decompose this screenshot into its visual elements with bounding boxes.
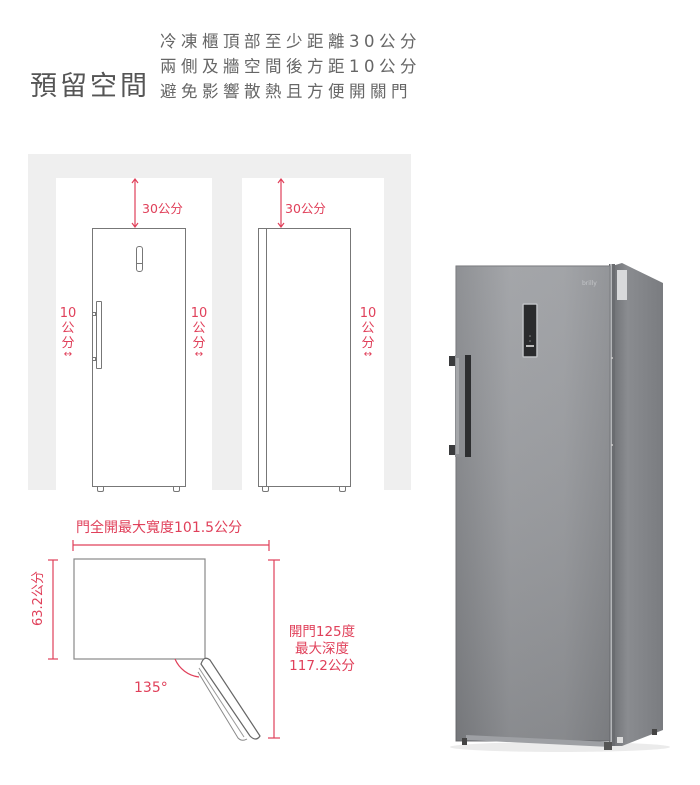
foot-sketch xyxy=(262,487,269,492)
side-fridge-outline xyxy=(258,228,351,487)
description-line-3: 避免影響散熱且方便開關門 xyxy=(160,82,412,101)
top-clearance-arrow-icon xyxy=(277,178,285,228)
handle-sketch xyxy=(96,301,102,369)
side-top-clearance-label: 30公分 xyxy=(285,201,326,216)
control-panel-sketch xyxy=(136,246,143,272)
foot-sketch xyxy=(97,487,104,492)
front-top-clearance-label: 30公分 xyxy=(142,201,183,216)
front-right-clearance-label: 10 公 分 ↔ xyxy=(190,306,208,360)
horizontal-arrow-icon: ↔ xyxy=(363,349,373,360)
clearance-description: 冷凍櫃頂部至少距離30公分 兩側及牆空間後方距10公分 避免影響散熱且方便開關門 xyxy=(160,29,421,104)
foot-sketch xyxy=(173,487,180,492)
open-depth-label: 開門125度 最大深度 117.2公分 xyxy=(288,624,356,674)
dimension-lines xyxy=(48,540,280,741)
description-line-2: 兩側及牆空間後方距10公分 xyxy=(160,57,421,76)
foot-sketch xyxy=(339,487,346,492)
description-line-1: 冷凍櫃頂部至少距離30公分 xyxy=(160,32,421,51)
horizontal-arrow-icon: ↔ xyxy=(63,349,73,360)
horizontal-arrow-icon: ↔ xyxy=(194,349,204,360)
angle-label: 135° xyxy=(134,680,168,696)
door-edge-sketch xyxy=(258,228,267,487)
svg-text:brilly: brilly xyxy=(582,280,597,287)
max-width-label: 門全開最大寬度101.5公分 xyxy=(76,520,243,536)
front-left-clearance-label: 10 公 分 ↔ xyxy=(59,306,77,360)
side-back-clearance-label: 10 公 分 ↔ xyxy=(359,306,377,360)
top-clearance-arrow-icon xyxy=(131,178,139,228)
page-title: 預留空間 xyxy=(30,71,150,102)
